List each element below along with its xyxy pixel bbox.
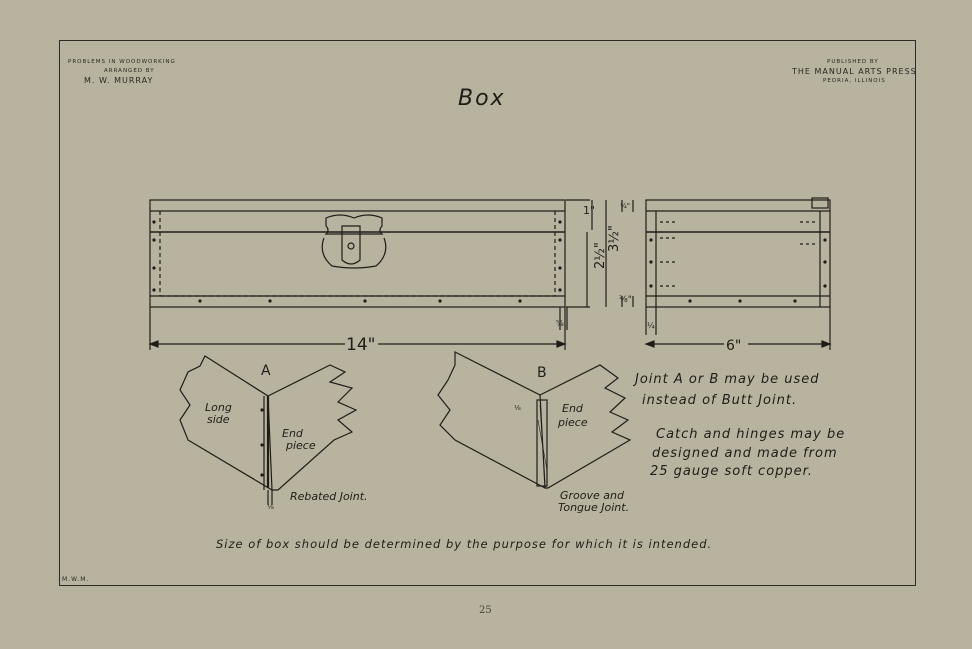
joint-note-line2: instead of Butt Joint. (642, 393, 798, 408)
height-dimensions (559, 199, 623, 330)
label-long-side-1: Long (205, 401, 232, 414)
drawing-title: Box (458, 86, 506, 111)
joint-b-letter: B (537, 365, 547, 381)
label-groove-2: Tongue Joint. (558, 501, 629, 514)
footer-initials: M.W.M. (62, 576, 90, 583)
label-end-piece-b-1: End (562, 402, 584, 415)
label-end-piece-a-1: End (282, 427, 304, 440)
dim-lid: 1" (583, 204, 595, 217)
dim-joint-a: ⅛ (267, 503, 274, 511)
hasp-catch (321, 214, 387, 269)
header-publisher: THE MANUAL ARTS PRESS (792, 67, 917, 76)
catch-note-line2: designed and made from (652, 446, 838, 461)
header-author: M. W. MURRAY (84, 76, 154, 85)
size-note: Size of box should be determined by the … (216, 537, 713, 551)
joint-a-sketch (179, 355, 358, 505)
length-dimension (148, 307, 567, 350)
header-published-by: PUBLISHED BY (827, 59, 879, 65)
page-number: 25 (479, 605, 492, 616)
header-location: PEORIA, ILLINOIS (823, 78, 886, 84)
joint-note-line1: Joint A or B may be used (635, 372, 820, 387)
label-groove-1: Groove and (560, 489, 625, 502)
dim-length: 14" (346, 335, 375, 355)
dim-rear-side: ⅛ (514, 404, 521, 412)
dim-bottom-thickness: ⅝ (556, 319, 564, 328)
joint-b-sketch (437, 351, 632, 490)
joint-a-letter: A (261, 363, 271, 379)
dim-side-thickness: ¼ (647, 321, 655, 330)
dim-width: 6" (726, 338, 741, 354)
dim-body: 2½" (593, 242, 608, 269)
label-long-side-2: side (207, 413, 230, 426)
label-end-piece-a-2: piece (285, 439, 316, 452)
header-series: PROBLEMS IN WOODWORKING (68, 59, 176, 65)
catch-note-line1: Catch and hinges may be (656, 427, 846, 442)
label-rebated-joint: Rebated Joint. (290, 490, 368, 503)
label-end-piece-b-2: piece (557, 416, 588, 429)
catch-note-line3: 25 gauge soft copper. (650, 464, 813, 479)
drawing-plate (59, 40, 916, 586)
width-dimension (644, 340, 832, 348)
dim-total: 3½" (607, 225, 622, 252)
front-view (149, 199, 566, 308)
end-view (632, 197, 831, 350)
dim-top-thickness: ¼" (620, 202, 630, 210)
dim-bottom: ⅜" (619, 295, 632, 305)
header-arranged-by: ARRANGED BY (104, 68, 155, 74)
